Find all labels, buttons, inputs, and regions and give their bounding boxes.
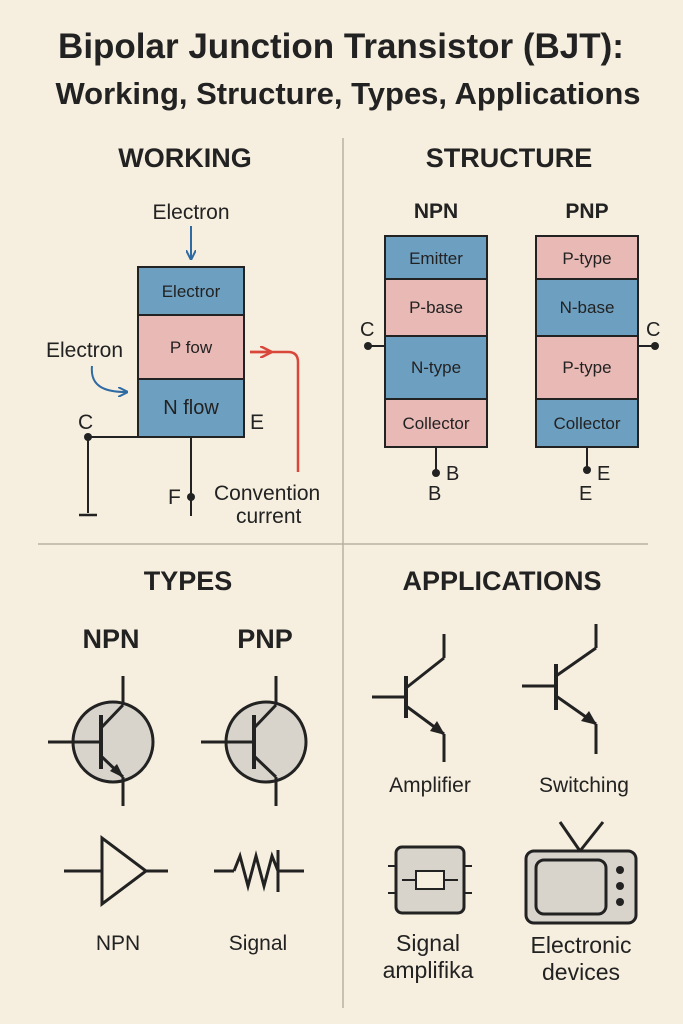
pnp-layer-3-label: P-type — [562, 358, 611, 377]
devices-label-line2: devices — [542, 959, 620, 985]
npn-layer-3 — [384, 335, 488, 400]
types-section: TYPES NPN PNP — [48, 566, 308, 955]
pnp-layer-4 — [535, 398, 639, 448]
page-title: Bipolar Junction Transistor (BJT): — [58, 27, 624, 66]
page-subtitle: Working, Structure, Types, Applications — [55, 76, 640, 111]
pnp-side-terminal: C — [646, 319, 660, 341]
amplifier-symbol-label: NPN — [96, 932, 140, 955]
terminal-f-label: F — [168, 486, 181, 509]
base-node — [187, 493, 195, 501]
pnp-transistor-symbol — [201, 676, 308, 806]
working-layer-top — [137, 266, 245, 316]
working-layer-bottom — [137, 378, 245, 438]
working-layer-middle-label: P fow — [170, 338, 213, 357]
current-label-line1: Convention — [214, 482, 320, 505]
switching-transistor-icon — [522, 624, 598, 754]
tv-icon — [524, 821, 638, 925]
current-label-line2: current — [236, 505, 302, 528]
npn-layer-3-label: N-type — [411, 358, 461, 377]
collector-wire — [87, 436, 138, 513]
npn-side-terminal: C — [360, 319, 374, 341]
applications-heading: APPLICATIONS — [402, 566, 601, 596]
resistor-symbol — [214, 850, 304, 892]
devices-label-line1: Electronic — [531, 932, 632, 958]
working-section: WORKING Electron Electror P fow N flow E… — [46, 143, 320, 528]
working-layer-bottom-label: N flow — [163, 397, 219, 419]
npn-side-node — [364, 342, 372, 350]
npn-layer-1-label: Emitter — [409, 249, 463, 268]
pnp-layer-1 — [535, 235, 639, 280]
npn-layer-2-label: P-base — [409, 298, 463, 317]
pnp-bottom-terminal-right: E — [597, 463, 610, 485]
npn-bottom-node — [432, 469, 440, 477]
pnp-type-label: PNP — [237, 624, 293, 654]
signal-amp-label-line1: Signal — [396, 930, 460, 956]
npn-layer-4-label: Collector — [402, 414, 469, 433]
top-electron-label: Electron — [152, 201, 229, 224]
side-electron-arrow — [90, 365, 126, 392]
pnp-layer-2-label: N-base — [560, 298, 615, 317]
npn-layer-4 — [384, 398, 488, 448]
npn-bottom-terminal-below: B — [428, 483, 441, 505]
collector-node — [84, 433, 92, 441]
structure-heading: STRUCTURE — [426, 143, 593, 173]
npn-structure-label: NPN — [414, 200, 458, 223]
pnp-bottom-terminal-below: E — [579, 483, 592, 505]
applications-section: APPLICATIONS Amplifier Switching — [372, 566, 638, 985]
terminal-e-label: E — [250, 411, 264, 434]
amplifier-label: Amplifier — [389, 774, 471, 797]
side-electron-label: Electron — [46, 339, 123, 362]
pnp-side-node — [651, 342, 659, 350]
pnp-bottom-node — [583, 466, 591, 474]
amplifier-symbol — [64, 835, 168, 907]
structure-section: STRUCTURE NPN Emitter P-base N-type Coll… — [360, 143, 660, 505]
signal-symbol-label: Signal — [229, 932, 287, 955]
conventional-current-line — [250, 350, 300, 472]
npn-type-label: NPN — [82, 624, 139, 654]
working-layer-middle — [137, 314, 245, 380]
terminal-c-label: C — [78, 411, 93, 434]
types-heading: TYPES — [144, 566, 233, 596]
pnp-layer-4-label: Collector — [553, 414, 620, 433]
npn-layer-2 — [384, 278, 488, 337]
npn-bottom-terminal-right: B — [446, 463, 459, 485]
pnp-layer-2 — [535, 278, 639, 337]
pnp-structure-label: PNP — [565, 200, 608, 223]
working-layer-top-label: Electror — [162, 282, 221, 301]
npn-transistor-symbol — [48, 676, 155, 806]
switching-label: Switching — [539, 774, 629, 797]
pnp-layer-1-label: P-type — [562, 249, 611, 268]
amplifier-transistor-icon — [372, 634, 446, 762]
signal-amp-label-line2: amplifika — [383, 957, 474, 983]
signal-chip-icon — [388, 845, 472, 915]
working-heading: WORKING — [118, 143, 251, 173]
